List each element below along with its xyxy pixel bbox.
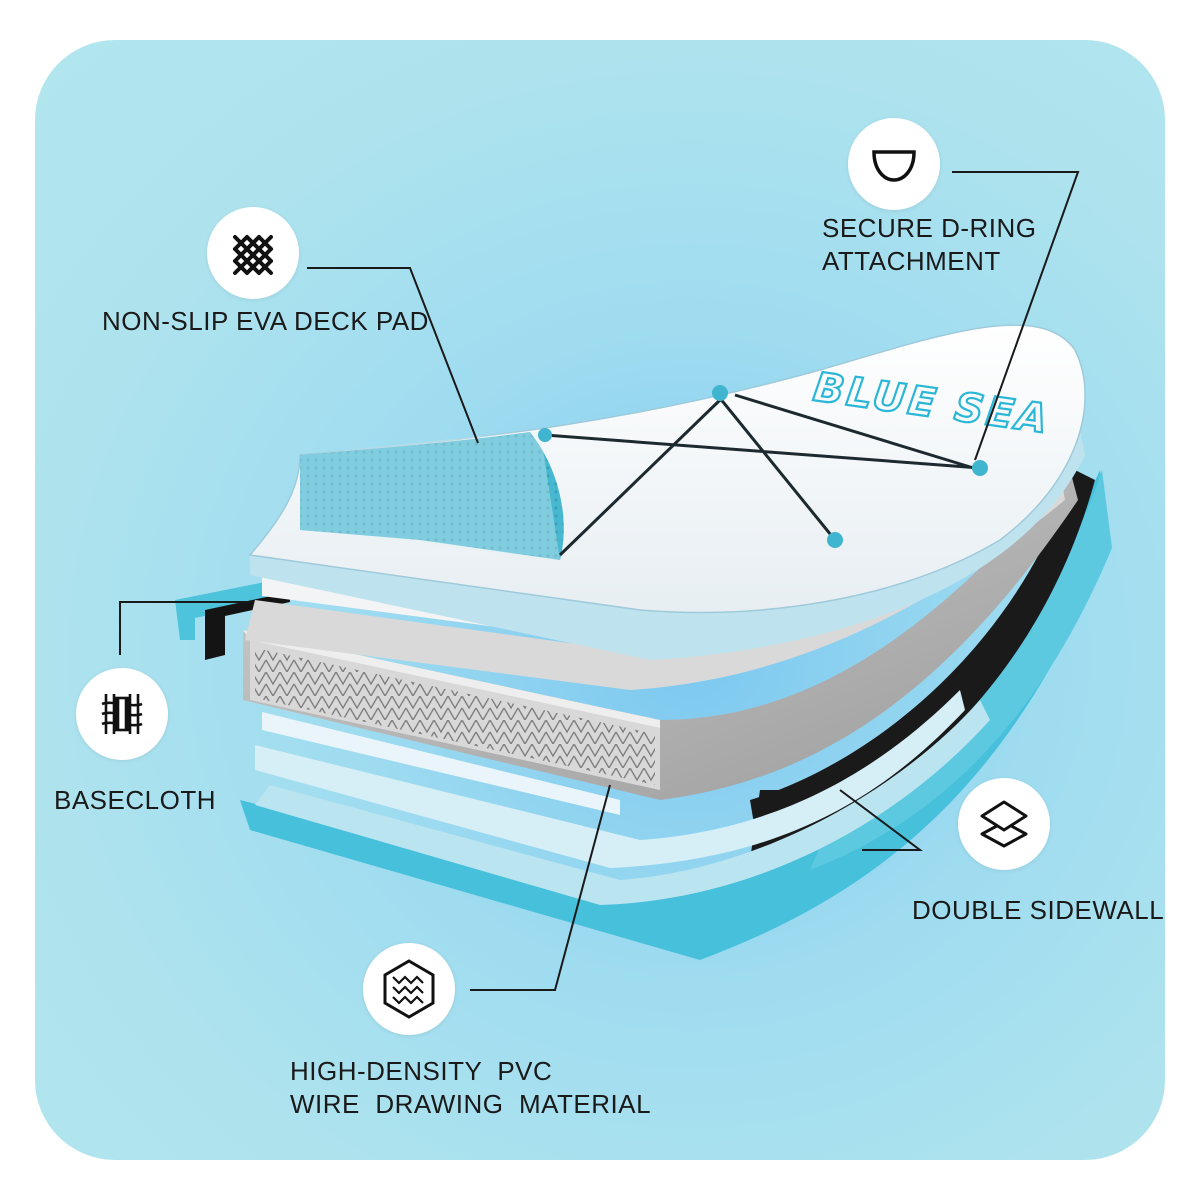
basecloth-layers xyxy=(255,690,990,905)
callout-leader-lines xyxy=(119,171,1080,991)
pvc-label-line1: HIGH-DENSITY PVC xyxy=(290,1056,553,1086)
woven-mesh-icon xyxy=(207,207,299,299)
stacked-layers-icon xyxy=(958,778,1050,870)
woven-fabric-icon xyxy=(76,668,168,760)
d-ring-label-line2: ATTACHMENT xyxy=(822,246,1001,276)
d-ring-label-line1: SECURE D-RING xyxy=(822,213,1037,243)
d-ring-icon xyxy=(848,118,940,210)
drop-stitch-core xyxy=(243,470,1078,800)
hexagon-drop-stitch-icon xyxy=(363,943,455,1035)
deck-pad-label: NON-SLIP EVA DECK PAD xyxy=(102,306,429,336)
top-deck-board: BLUE SEA xyxy=(248,324,1086,660)
sidewall-label: DOUBLE SIDEWALL xyxy=(912,895,1165,925)
pvc-label-line2: WIRE DRAWING MATERIAL xyxy=(290,1089,652,1119)
basecloth-label: BASECLOTH xyxy=(54,785,216,815)
